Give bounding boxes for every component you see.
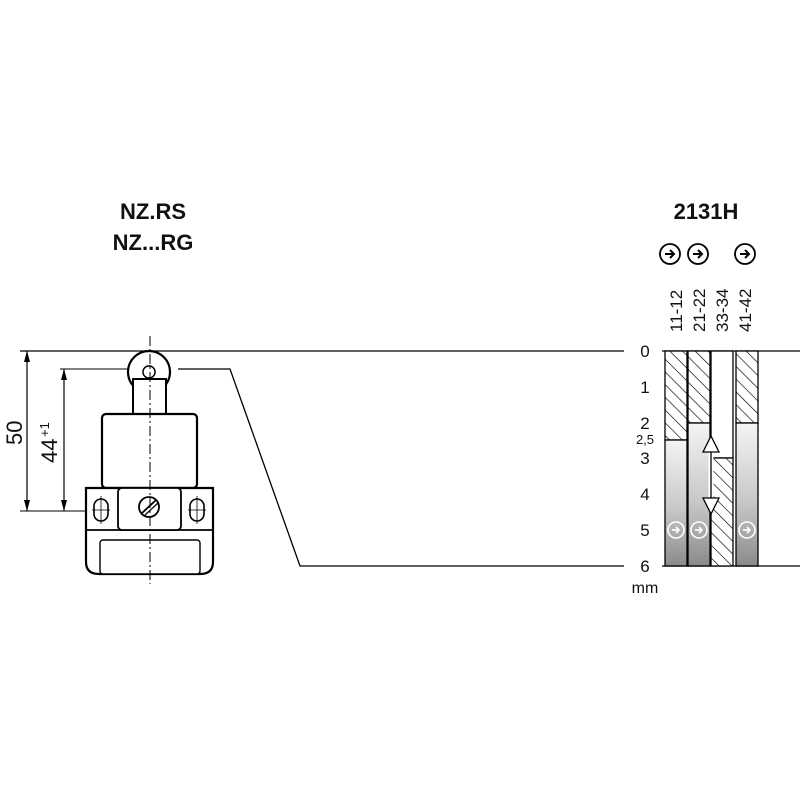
cover-screw (138, 496, 160, 518)
positive-opening-arrow-icon (659, 243, 681, 265)
reference-line-bottom (178, 368, 624, 567)
positive-opening-point-icon (690, 521, 708, 539)
positive-opening-point-icon (738, 521, 756, 539)
travel-diagram-code: 2131H (674, 199, 739, 224)
scale-tick-0: 0 (640, 342, 649, 361)
contact-label-21-22: 21-22 (690, 289, 709, 332)
scale-tick-2-5: 2,5 (636, 432, 654, 447)
bar-21-22-closed (687, 350, 711, 424)
bar-41-42-closed (735, 350, 759, 424)
positive-opening-arrow-icon (734, 243, 756, 265)
contact-label-33-34: 33-34 (713, 289, 732, 332)
scale-tick-1: 1 (640, 378, 649, 397)
bar-11-12-open (664, 439, 688, 567)
positive-opening-arrow-icon (687, 243, 709, 265)
scale-tick-6: 6 (640, 557, 649, 576)
mounting-slot-right (188, 496, 206, 524)
contact-label-11-12: 11-12 (667, 290, 686, 332)
scale-tick-4: 4 (640, 485, 649, 504)
model-name-line1: NZ.RS (120, 199, 186, 224)
dimension-44-label: 44 (37, 439, 62, 463)
mounting-slot-left (92, 496, 110, 524)
bar-11-12-closed (664, 350, 688, 441)
contact-label-41-42: 41-42 (736, 289, 755, 332)
positive-opening-point-icon (667, 521, 685, 539)
model-name-line2: NZ...RG (113, 230, 194, 255)
dimension-50-label: 50 (2, 421, 27, 445)
dimension-44 (60, 368, 130, 511)
bar-41-42-open (735, 422, 759, 567)
scale-tick-2: 2 (640, 414, 649, 433)
bar-33-34-closed (710, 457, 734, 567)
scale-unit: mm (632, 580, 659, 597)
scale-tick-5: 5 (640, 521, 649, 540)
dimension-44-tolerance: +1 (37, 422, 52, 437)
overlap-arrow-icon (701, 434, 721, 516)
scale-tick-3: 3 (640, 449, 649, 468)
